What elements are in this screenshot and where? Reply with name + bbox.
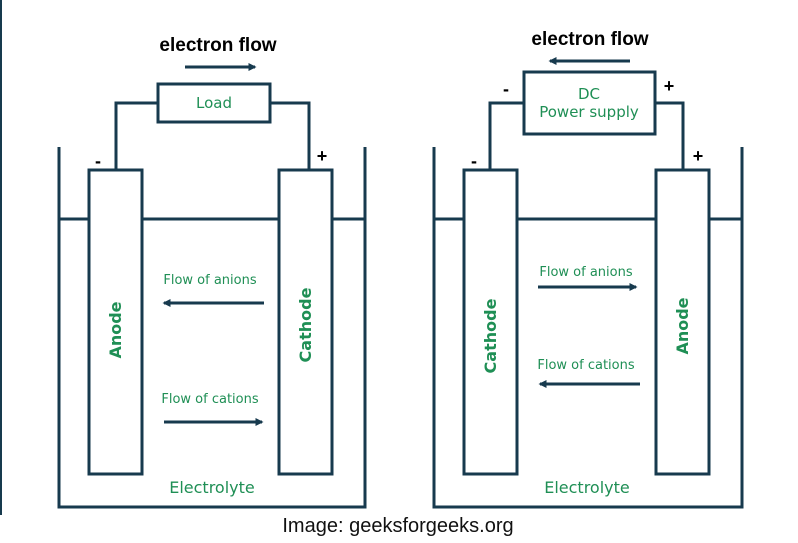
electrolytic-electron-flow-label: electron flow xyxy=(531,29,648,50)
electrolytic-container xyxy=(432,147,744,509)
galvanic-cathode-label: Cathode xyxy=(296,287,315,362)
power-supply-line2: Power supply xyxy=(539,103,639,121)
power-supply-negative-sign: - xyxy=(503,79,509,99)
dc-power-supply-box xyxy=(522,70,657,136)
galvanic-anion-label: Flow of anions xyxy=(163,273,256,288)
galvanic-electrolyte-label: Electrolyte xyxy=(169,478,255,497)
galvanic-negative-sign: - xyxy=(95,151,101,171)
galvanic-cation-label: Flow of cations xyxy=(161,392,258,407)
galvanic-cell: electron flow Load Anode Cathode - + Flo… xyxy=(57,35,367,509)
galvanic-anode-label: Anode xyxy=(106,301,125,358)
electrolytic-positive-sign: + xyxy=(693,146,704,166)
galvanic-electron-flow-label: electron flow xyxy=(159,35,276,56)
galvanic-wire-right xyxy=(270,101,311,170)
load-label: Load xyxy=(196,94,232,112)
electrolytic-negative-sign: - xyxy=(471,151,477,171)
power-supply-line1: DC xyxy=(578,85,600,103)
galvanic-wire-left xyxy=(114,101,158,170)
electrolytic-wire-left xyxy=(488,101,524,170)
electrolytic-left-electrode xyxy=(462,168,519,476)
electrolytic-anion-label: Flow of anions xyxy=(539,265,632,280)
electrolytic-wire-right xyxy=(655,101,685,170)
electrolytic-cell: electron flow DC Power supply - + Cathod… xyxy=(432,29,744,509)
electrolytic-right-electrode xyxy=(654,168,711,476)
load-box xyxy=(156,82,272,124)
galvanic-right-electrode xyxy=(277,168,334,476)
power-supply-positive-sign: + xyxy=(664,76,675,96)
electrolytic-cathode-label: Cathode xyxy=(481,298,500,373)
electrolytic-electrolyte-label: Electrolyte xyxy=(544,478,630,497)
electrolytic-anode-label: Anode xyxy=(673,297,692,354)
galvanic-container xyxy=(57,147,367,509)
electrolytic-cation-label: Flow of cations xyxy=(537,358,634,373)
galvanic-positive-sign: + xyxy=(317,146,328,166)
image-credit: Image: geeksforgeeks.org xyxy=(282,515,513,537)
galvanic-left-electrode xyxy=(87,168,144,476)
